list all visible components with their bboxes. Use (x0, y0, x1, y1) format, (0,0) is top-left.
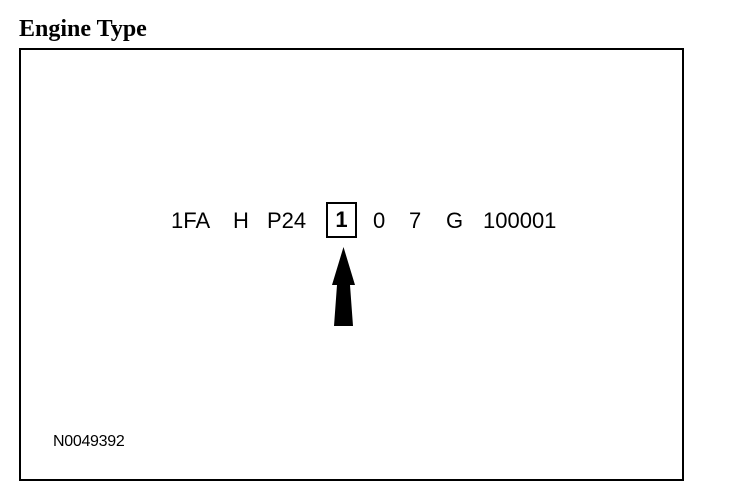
vin-segment-model-year: 7 (409, 208, 422, 233)
vin-segment-serial: 100001 (483, 208, 557, 233)
vin-number: 1FA H P24 1 0 7 G 100001 (21, 202, 682, 242)
vin-segment-restraint: H (233, 208, 249, 233)
vin-segment-wmi: 1FA (171, 208, 211, 233)
vin-segment-check-digit: 0 (373, 208, 386, 233)
pointer-arrow-icon (332, 247, 355, 326)
vin-segment-plant: G (446, 208, 464, 233)
vin-segment-model: P24 (267, 208, 307, 233)
vin-segment-engine-type-boxed: 1 (326, 202, 357, 238)
diagram-frame: 1FA H P24 1 0 7 G 100001 N0049392 (19, 48, 684, 481)
drawing-id: N0049392 (53, 433, 125, 450)
diagram-title: Engine Type (19, 16, 147, 42)
